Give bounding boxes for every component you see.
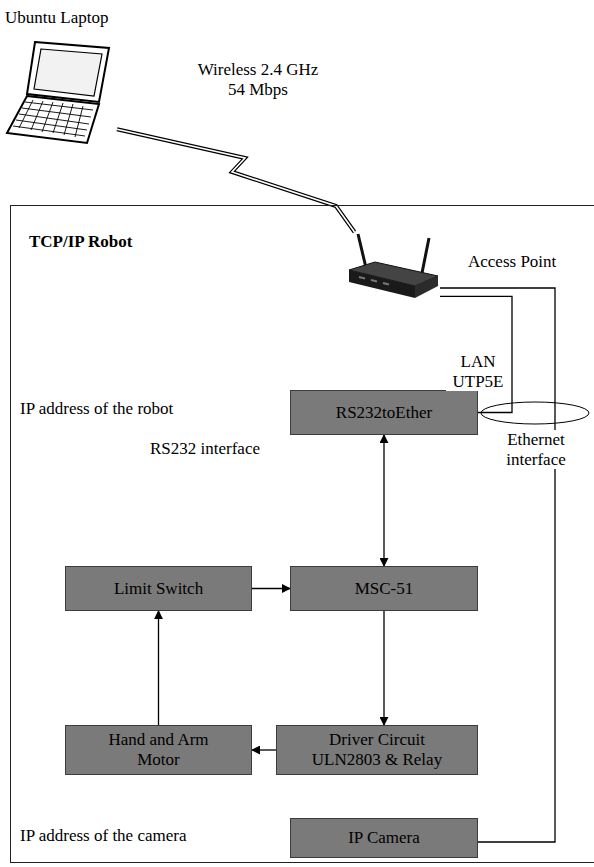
box-text: IP Camera: [348, 828, 420, 848]
edge-label: Wireless 2.4 GHz 54 Mbps: [192, 60, 324, 99]
box-text: Hand and Arm Motor: [94, 730, 223, 769]
access-point-node: Access Point: [345, 232, 440, 302]
box-text: Driver Circuit ULN2803 & Relay: [305, 730, 449, 769]
node-heading: Ubuntu Laptop: [5, 8, 108, 28]
laptop-node: Ubuntu Laptop: [5, 40, 117, 145]
access-point-icon: [345, 232, 440, 302]
cable-ellipse: [481, 402, 589, 424]
connector: [117, 129, 355, 232]
icon-holder: [345, 232, 440, 306]
box-text: MSC-51: [355, 579, 414, 599]
connector: [384, 611, 385, 725]
interface-label: Ethernet interface: [490, 430, 582, 469]
address-note: IP address of the robot: [20, 399, 173, 419]
connector: [252, 750, 276, 751]
process-box: Hand and Arm Motor: [65, 725, 252, 775]
cable-label: LAN UTP5E: [446, 352, 510, 391]
connector: [158, 611, 159, 725]
process-box: Limit Switch: [65, 566, 252, 611]
connector-line: [158, 611, 159, 725]
connector: [252, 588, 290, 589]
connector-line: [252, 749, 276, 750]
process-box: IP Camera: [290, 818, 478, 858]
connector-line: [252, 588, 290, 589]
icon-holder: [5, 40, 117, 149]
process-box: Driver Circuit ULN2803 & Relay: [276, 725, 478, 775]
box-text: RS232toEther: [336, 403, 432, 423]
address-note: IP address of the camera: [20, 826, 186, 846]
connector-line: [383, 611, 384, 725]
edge-label: RS232 interface: [150, 439, 260, 459]
node-heading: Access Point: [468, 252, 556, 272]
wireless-link-inner: [117, 129, 355, 232]
box-text: Limit Switch: [114, 579, 203, 599]
process-box: RS232toEther: [290, 390, 478, 435]
robot-frame: TCP/IP RobotAccess PointRS232toEtherMSC-…: [10, 205, 594, 863]
wireless-link: [117, 129, 355, 232]
connector: [384, 435, 385, 566]
laptop-icon: [5, 40, 117, 145]
node-heading: TCP/IP Robot: [29, 232, 132, 252]
connector-line: [383, 435, 384, 566]
process-box: MSC-51: [290, 566, 478, 611]
